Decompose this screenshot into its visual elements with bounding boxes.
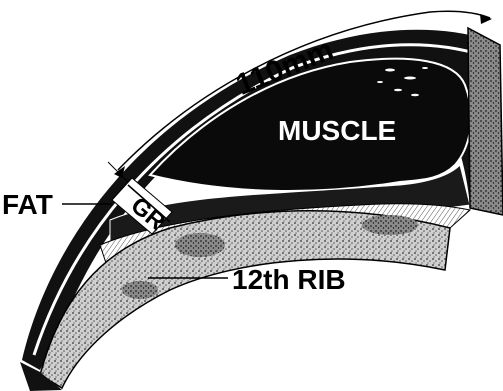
rib-label: 12th RIB <box>232 264 346 295</box>
length-arrow-right <box>480 14 492 24</box>
fat-label: FAT <box>2 189 53 220</box>
muscle-label: MUSCLE <box>278 115 396 146</box>
rib-end-face <box>468 28 503 215</box>
